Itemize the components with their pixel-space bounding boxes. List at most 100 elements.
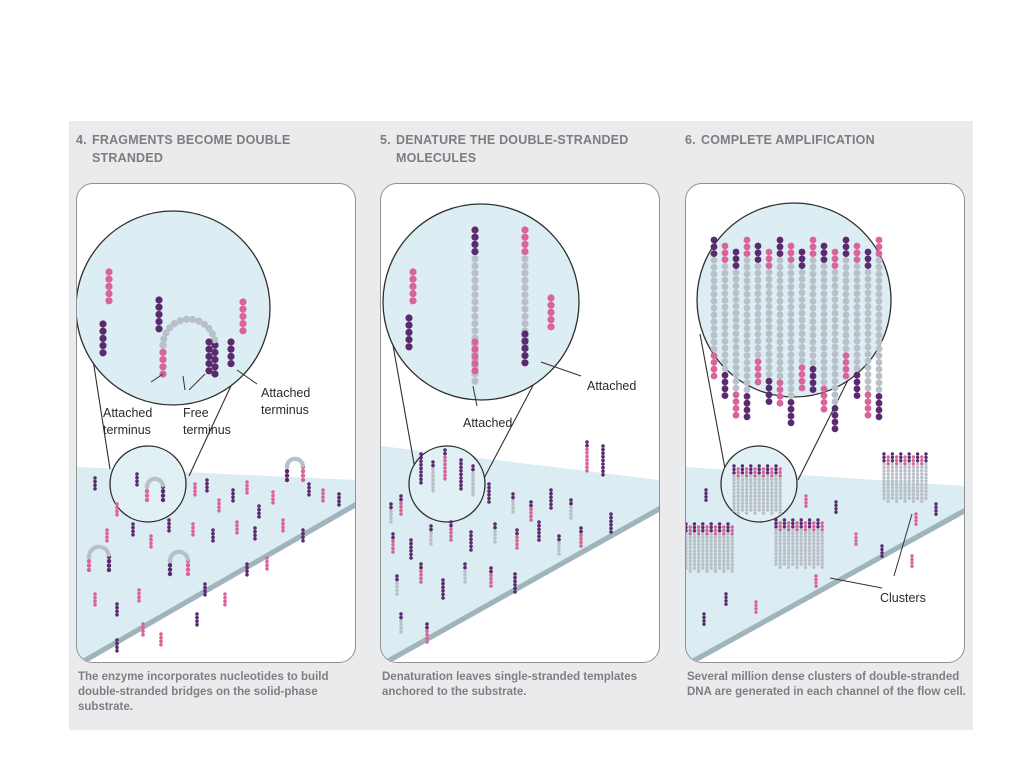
nucleotide-bead [405, 328, 413, 336]
nucleotide-bead [765, 289, 773, 297]
step-5-title-line2: MOLECULES [396, 151, 477, 165]
nucleotide-bead [710, 277, 718, 285]
nucleotide-bead [686, 546, 688, 550]
nucleotide-bead [399, 505, 403, 509]
nucleotide-bead [864, 289, 872, 297]
nucleotide-bead [754, 378, 762, 386]
nucleotide-bead [471, 493, 475, 497]
nucleotide-bead [105, 539, 109, 543]
nucleotide-bead [149, 545, 153, 549]
nucleotide-bead [782, 518, 787, 522]
nucleotide-bead [753, 480, 757, 485]
nucleotide-bead [688, 538, 692, 543]
nucleotide-bead [915, 459, 920, 463]
nucleotide-bead [809, 365, 817, 373]
nucleotide-bead [86, 567, 92, 573]
nucleotide-bead [894, 499, 899, 503]
nucleotide-bead [686, 522, 688, 526]
nucleotide-bead [907, 489, 911, 494]
nucleotide-bead [710, 338, 718, 346]
nucleotide-bead [692, 566, 697, 570]
nucleotide-bead [569, 501, 573, 506]
nucleotide-bead [709, 525, 713, 530]
nucleotide-bead [934, 502, 938, 506]
nucleotide-bead [816, 562, 820, 566]
nucleotide-bead [854, 542, 858, 546]
nucleotide-bead [894, 465, 899, 469]
nucleotide-bead [205, 352, 213, 360]
nucleotide-bead [820, 565, 824, 569]
nucleotide-bead [778, 494, 782, 498]
zoom-line [390, 333, 416, 470]
nucleotide-bead [709, 559, 713, 564]
nucleotide-bead [765, 303, 773, 310]
nucleotide-bead [463, 562, 467, 566]
nucleotide-bead [795, 541, 799, 546]
nucleotide-bead [521, 312, 529, 320]
nucleotide-bead [105, 297, 113, 305]
nucleotide-bead [744, 501, 749, 505]
nucleotide-bead [894, 479, 899, 483]
nucleotide-bead [717, 549, 722, 553]
nucleotide-bead [774, 518, 778, 522]
nucleotide-bead [787, 385, 795, 393]
nucleotide-bead [585, 451, 589, 455]
nucleotide-bead [105, 290, 113, 298]
nucleotide-bead [753, 494, 757, 498]
nucleotide-bead [549, 495, 553, 500]
nucleotide-bead [211, 363, 219, 371]
nucleotide-bead [831, 303, 839, 310]
nucleotide-bead [511, 503, 515, 507]
nucleotide-bead [778, 480, 782, 485]
nucleotide-bead [776, 386, 784, 393]
nucleotide-bead [721, 344, 729, 352]
nucleotide-bead [774, 559, 778, 563]
nucleotide-bead [765, 377, 773, 385]
nucleotide-bead [915, 462, 920, 466]
nucleotide-bead [705, 538, 709, 543]
nucleotide-bead [93, 592, 97, 596]
nucleotide-bead [831, 364, 839, 371]
nucleotide-bead [864, 405, 872, 412]
nucleotide-bead [601, 447, 605, 452]
nucleotide-bead [903, 465, 907, 469]
nucleotide-bead [882, 452, 886, 456]
nucleotide-bead [692, 539, 697, 543]
nucleotide-bead [853, 263, 861, 270]
nucleotide-bead [820, 344, 828, 352]
nucleotide-bead [721, 249, 729, 257]
nucleotide-bead [853, 310, 861, 318]
nucleotide-bead [579, 529, 583, 534]
nucleotide-bead [710, 372, 718, 380]
nucleotide-bead [419, 573, 423, 577]
nucleotide-bead [585, 454, 589, 459]
nucleotide-bead [754, 283, 762, 291]
nucleotide-bead [864, 350, 872, 358]
nucleotide-bead [765, 323, 773, 331]
nucleotide-bead [882, 455, 886, 460]
nucleotide-bead [463, 565, 467, 570]
nucleotide-bead [894, 458, 899, 463]
attached-label-left: Attached [463, 416, 512, 430]
nucleotide-bead [245, 562, 249, 566]
nucleotide-bead [907, 486, 911, 490]
nucleotide-bead [692, 556, 697, 560]
nucleotide-bead [820, 385, 828, 393]
nucleotide-bead [686, 542, 688, 547]
nucleotide-bead [778, 487, 782, 492]
nucleotide-bead [831, 405, 839, 412]
nucleotide-bead [732, 364, 740, 371]
nucleotide-bead [155, 318, 163, 326]
nucleotide-bead [894, 475, 899, 480]
nucleotide-bead [743, 359, 751, 366]
nucleotide-bead [778, 524, 782, 529]
nucleotide-bead [798, 371, 806, 378]
nucleotide-bead [736, 467, 740, 471]
nucleotide-bead [425, 636, 429, 641]
nucleotide-bead [774, 484, 778, 489]
nucleotide-bead [195, 317, 203, 325]
nucleotide-bead [137, 599, 141, 603]
nucleotide-bead [816, 528, 820, 532]
nucleotide-bead [601, 462, 605, 466]
nucleotide-bead [795, 538, 799, 542]
